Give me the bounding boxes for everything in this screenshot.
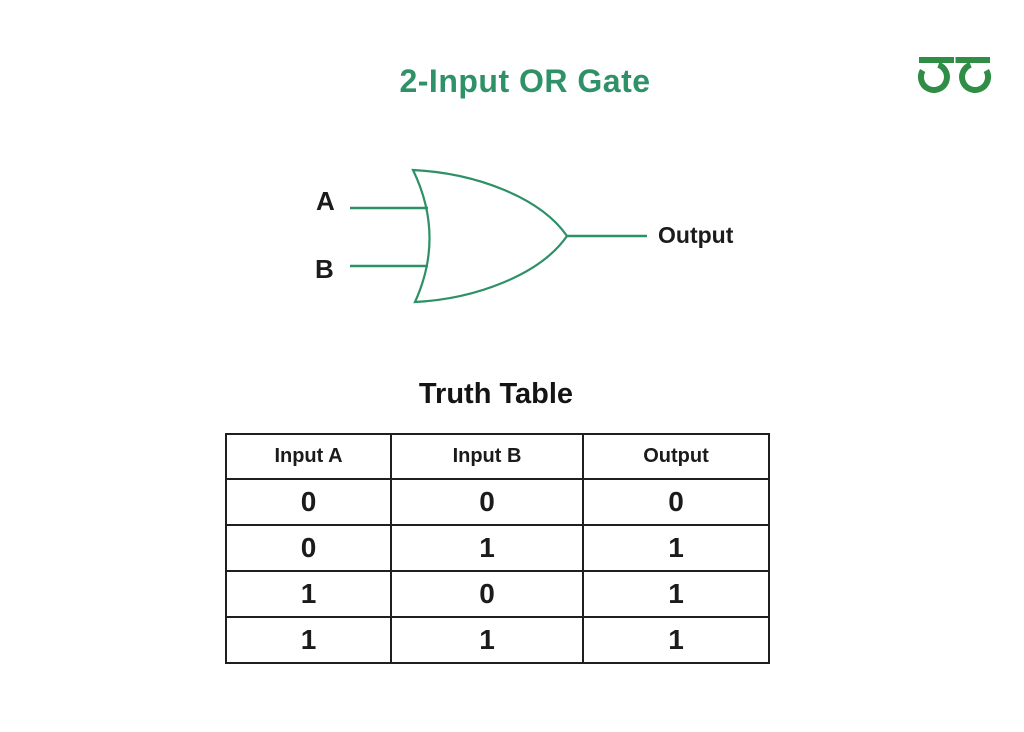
or-gate-shape: [411, 168, 569, 304]
output-label: Output: [658, 222, 734, 248]
table-cell: 0: [390, 570, 584, 618]
table-cell: 1: [582, 524, 770, 572]
table-cell: 0: [582, 478, 770, 526]
table-header-cell: Input B: [390, 433, 584, 480]
or-gate-icon: [350, 168, 647, 304]
table-cell: 1: [582, 570, 770, 618]
table-cell: 1: [390, 524, 584, 572]
truth-table-heading: Truth Table: [418, 378, 574, 410]
geeksforgeeks-logo-icon: [916, 52, 992, 94]
table-header-cell: Input A: [225, 433, 392, 480]
table-cell: 1: [390, 616, 584, 664]
table-cell: 0: [225, 524, 392, 572]
table-cell: 1: [225, 570, 392, 618]
table-header-cell: Output: [582, 433, 770, 480]
table-cell: 0: [225, 478, 392, 526]
geeksforgeeks-logo-svg: [917, 57, 992, 93]
table-cell: 1: [225, 616, 392, 664]
input-a-label: A: [316, 186, 335, 216]
page-title: 2-Input OR Gate: [399, 63, 651, 99]
or-gate-diagram: A B Output: [280, 140, 760, 330]
logo-right-circle: [959, 61, 992, 93]
logo-left-circle: [917, 61, 950, 93]
table-cell: 0: [390, 478, 584, 526]
input-b-label: B: [315, 254, 334, 284]
table-cell: 1: [582, 616, 770, 664]
